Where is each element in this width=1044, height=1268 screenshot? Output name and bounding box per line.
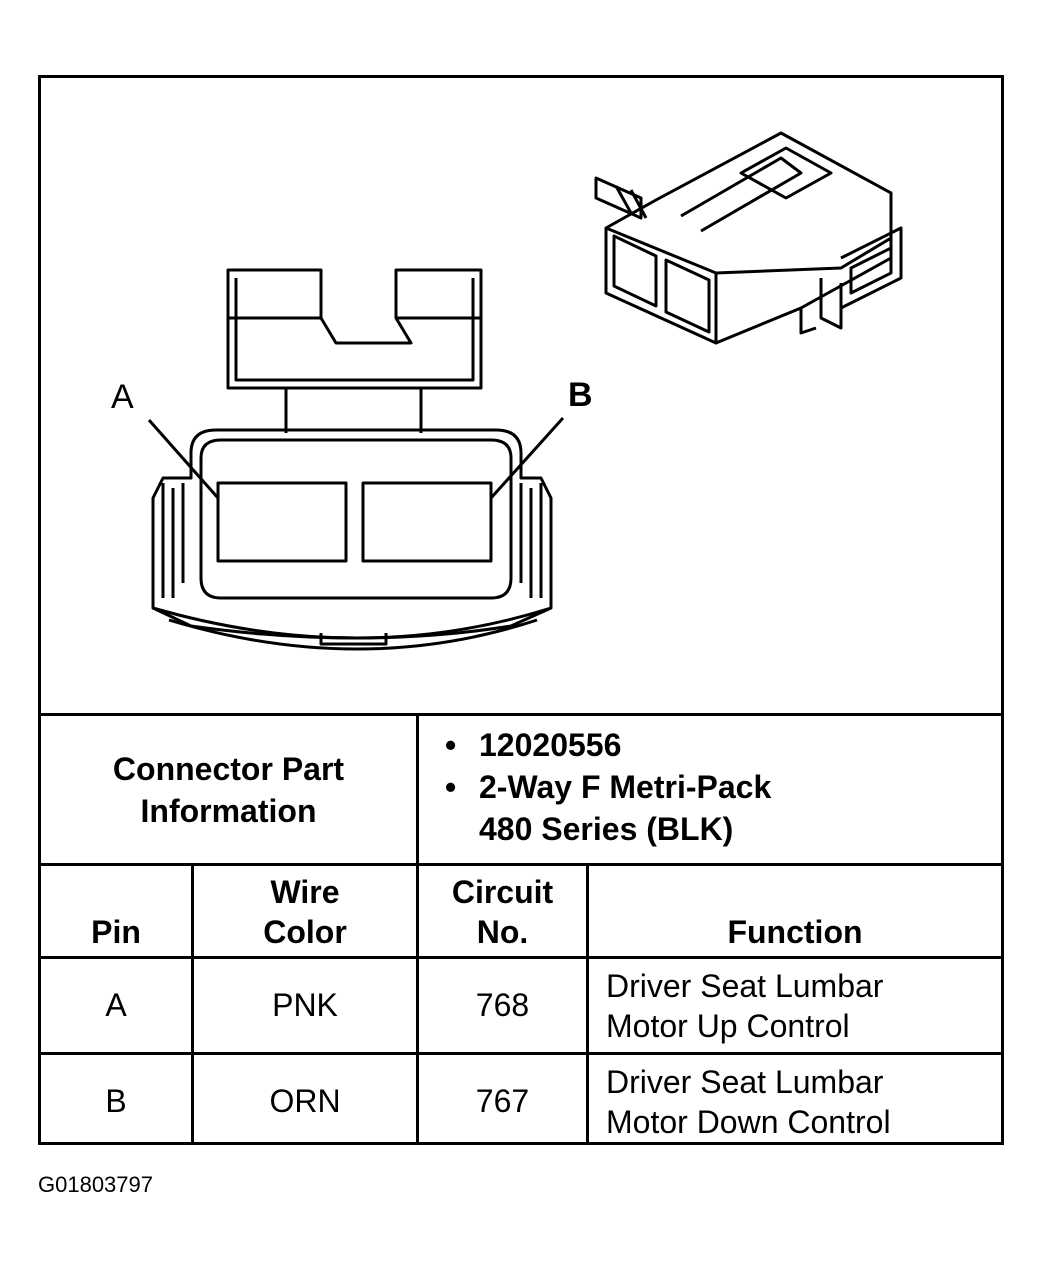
pin-b-cavity — [361, 481, 493, 563]
connector-drawing — [147, 131, 903, 651]
connector-type-item: • 2-Way F Metri-Pack — [445, 769, 772, 805]
header-function: Function — [727, 914, 863, 950]
row-a-circuit: 768 — [475, 987, 530, 1023]
row-a-pin: A — [105, 987, 127, 1023]
pin-label-a: A — [111, 378, 134, 416]
figure-id: G01803797 — [38, 1172, 153, 1197]
row-b-pin: B — [105, 1083, 127, 1119]
connector-figure-frame: A B Connector Part Information • 1202055… — [38, 75, 1004, 1145]
pin-label-b: B — [568, 376, 593, 414]
pin-a-leader — [147, 419, 220, 499]
isometric-connector-view — [594, 131, 903, 345]
header-pin: Pin — [91, 914, 141, 950]
connector-series-line: 480 Series (BLK) — [479, 811, 734, 847]
front-view-latch — [226, 268, 483, 433]
row-b-circuit: 767 — [475, 1083, 530, 1119]
row-a-wire-color: PNK — [272, 987, 338, 1023]
connector-part-info-values: • 12020556 • 2-Way F Metri-Pack 480 Seri… — [419, 718, 1001, 863]
pin-a-cavity — [216, 481, 348, 563]
row-b-wire-color: ORN — [269, 1083, 341, 1119]
part-number-item: • 12020556 — [445, 727, 622, 763]
connector-part-info-label: Connector Part Information — [112, 750, 345, 829]
pin-b-leader — [489, 416, 565, 500]
front-view-body — [151, 428, 553, 651]
